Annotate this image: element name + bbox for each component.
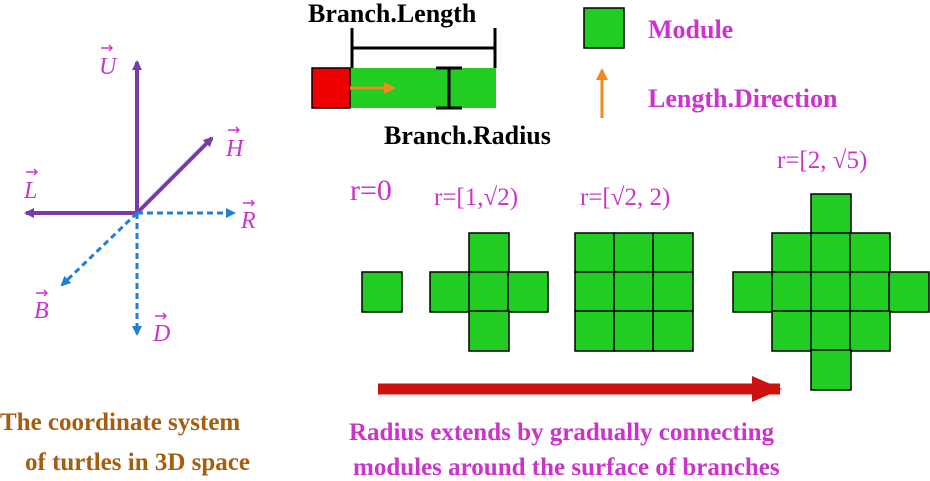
module-cell — [429, 271, 471, 313]
module-cell — [574, 310, 616, 352]
h-axis-arrow — [135, 136, 214, 215]
vector-hats — [26, 44, 255, 320]
r-axis-label: R — [240, 208, 256, 234]
radius-label-r0: r=0 — [350, 174, 392, 207]
module-cell — [849, 232, 891, 274]
module-cell — [849, 310, 891, 352]
module-grid-r3 — [732, 193, 930, 391]
branch-length-label: Branch.Length — [308, 0, 477, 28]
module-cell — [810, 349, 852, 391]
module-cell — [810, 310, 852, 352]
module-label: Module — [648, 15, 733, 44]
coord-caption-line2: of turtles in 3D space — [25, 449, 250, 476]
legend: Module Length.Direction — [583, 7, 838, 118]
b-axis-label: B — [34, 298, 49, 324]
branch-base-module — [311, 67, 351, 109]
branch-illustration: Branch.Length Branch.Radius — [308, 0, 551, 150]
module-cell — [810, 193, 852, 235]
module-cell — [771, 232, 813, 274]
module-cell — [888, 271, 930, 313]
module-icon — [583, 7, 625, 49]
module-cell — [468, 232, 510, 274]
module-cell — [810, 232, 852, 274]
module-cell — [810, 271, 852, 313]
radius-label-r2: r=[√2, 2) — [580, 184, 670, 211]
module-cell — [849, 271, 891, 313]
bottom-caption-line1: Radius extends by gradually connecting — [349, 419, 775, 446]
module-cell — [613, 310, 655, 352]
module-cell — [613, 271, 655, 313]
module-cell — [652, 271, 694, 313]
branch-radius-label: Branch.Radius — [384, 121, 551, 150]
b-axis-arrow — [60, 211, 139, 287]
d-axis-label: D — [152, 321, 170, 347]
radius-label-r3: r=[2, √5) — [777, 147, 867, 174]
bottom-caption-line2: modules around the surface of branches — [353, 454, 780, 481]
module-cell — [771, 310, 813, 352]
module-cell — [613, 232, 655, 274]
module-cell — [652, 232, 694, 274]
module-cell — [771, 271, 813, 313]
l-axis-label: L — [23, 178, 37, 204]
module-cell — [732, 271, 774, 313]
module-cell — [507, 271, 549, 313]
radius-label-r1: r=[1,√2) — [434, 184, 518, 211]
length-direction-label: Length.Direction — [648, 84, 838, 113]
module-cell — [361, 271, 403, 313]
radius-marker — [436, 66, 462, 110]
module-cell — [468, 310, 510, 352]
turtle-coordinate-system: U H L R B D — [23, 44, 256, 347]
module-grid-r1 — [429, 232, 549, 352]
module-cell — [574, 271, 616, 313]
module-cell — [468, 271, 510, 313]
coord-caption-line1: The coordinate system — [0, 409, 240, 436]
h-axis-label: H — [225, 136, 245, 162]
module-cell — [574, 232, 616, 274]
module-grid-r2 — [574, 232, 694, 352]
module-cell — [652, 310, 694, 352]
u-axis-label: U — [99, 54, 118, 80]
module-grid-r0 — [361, 271, 403, 313]
